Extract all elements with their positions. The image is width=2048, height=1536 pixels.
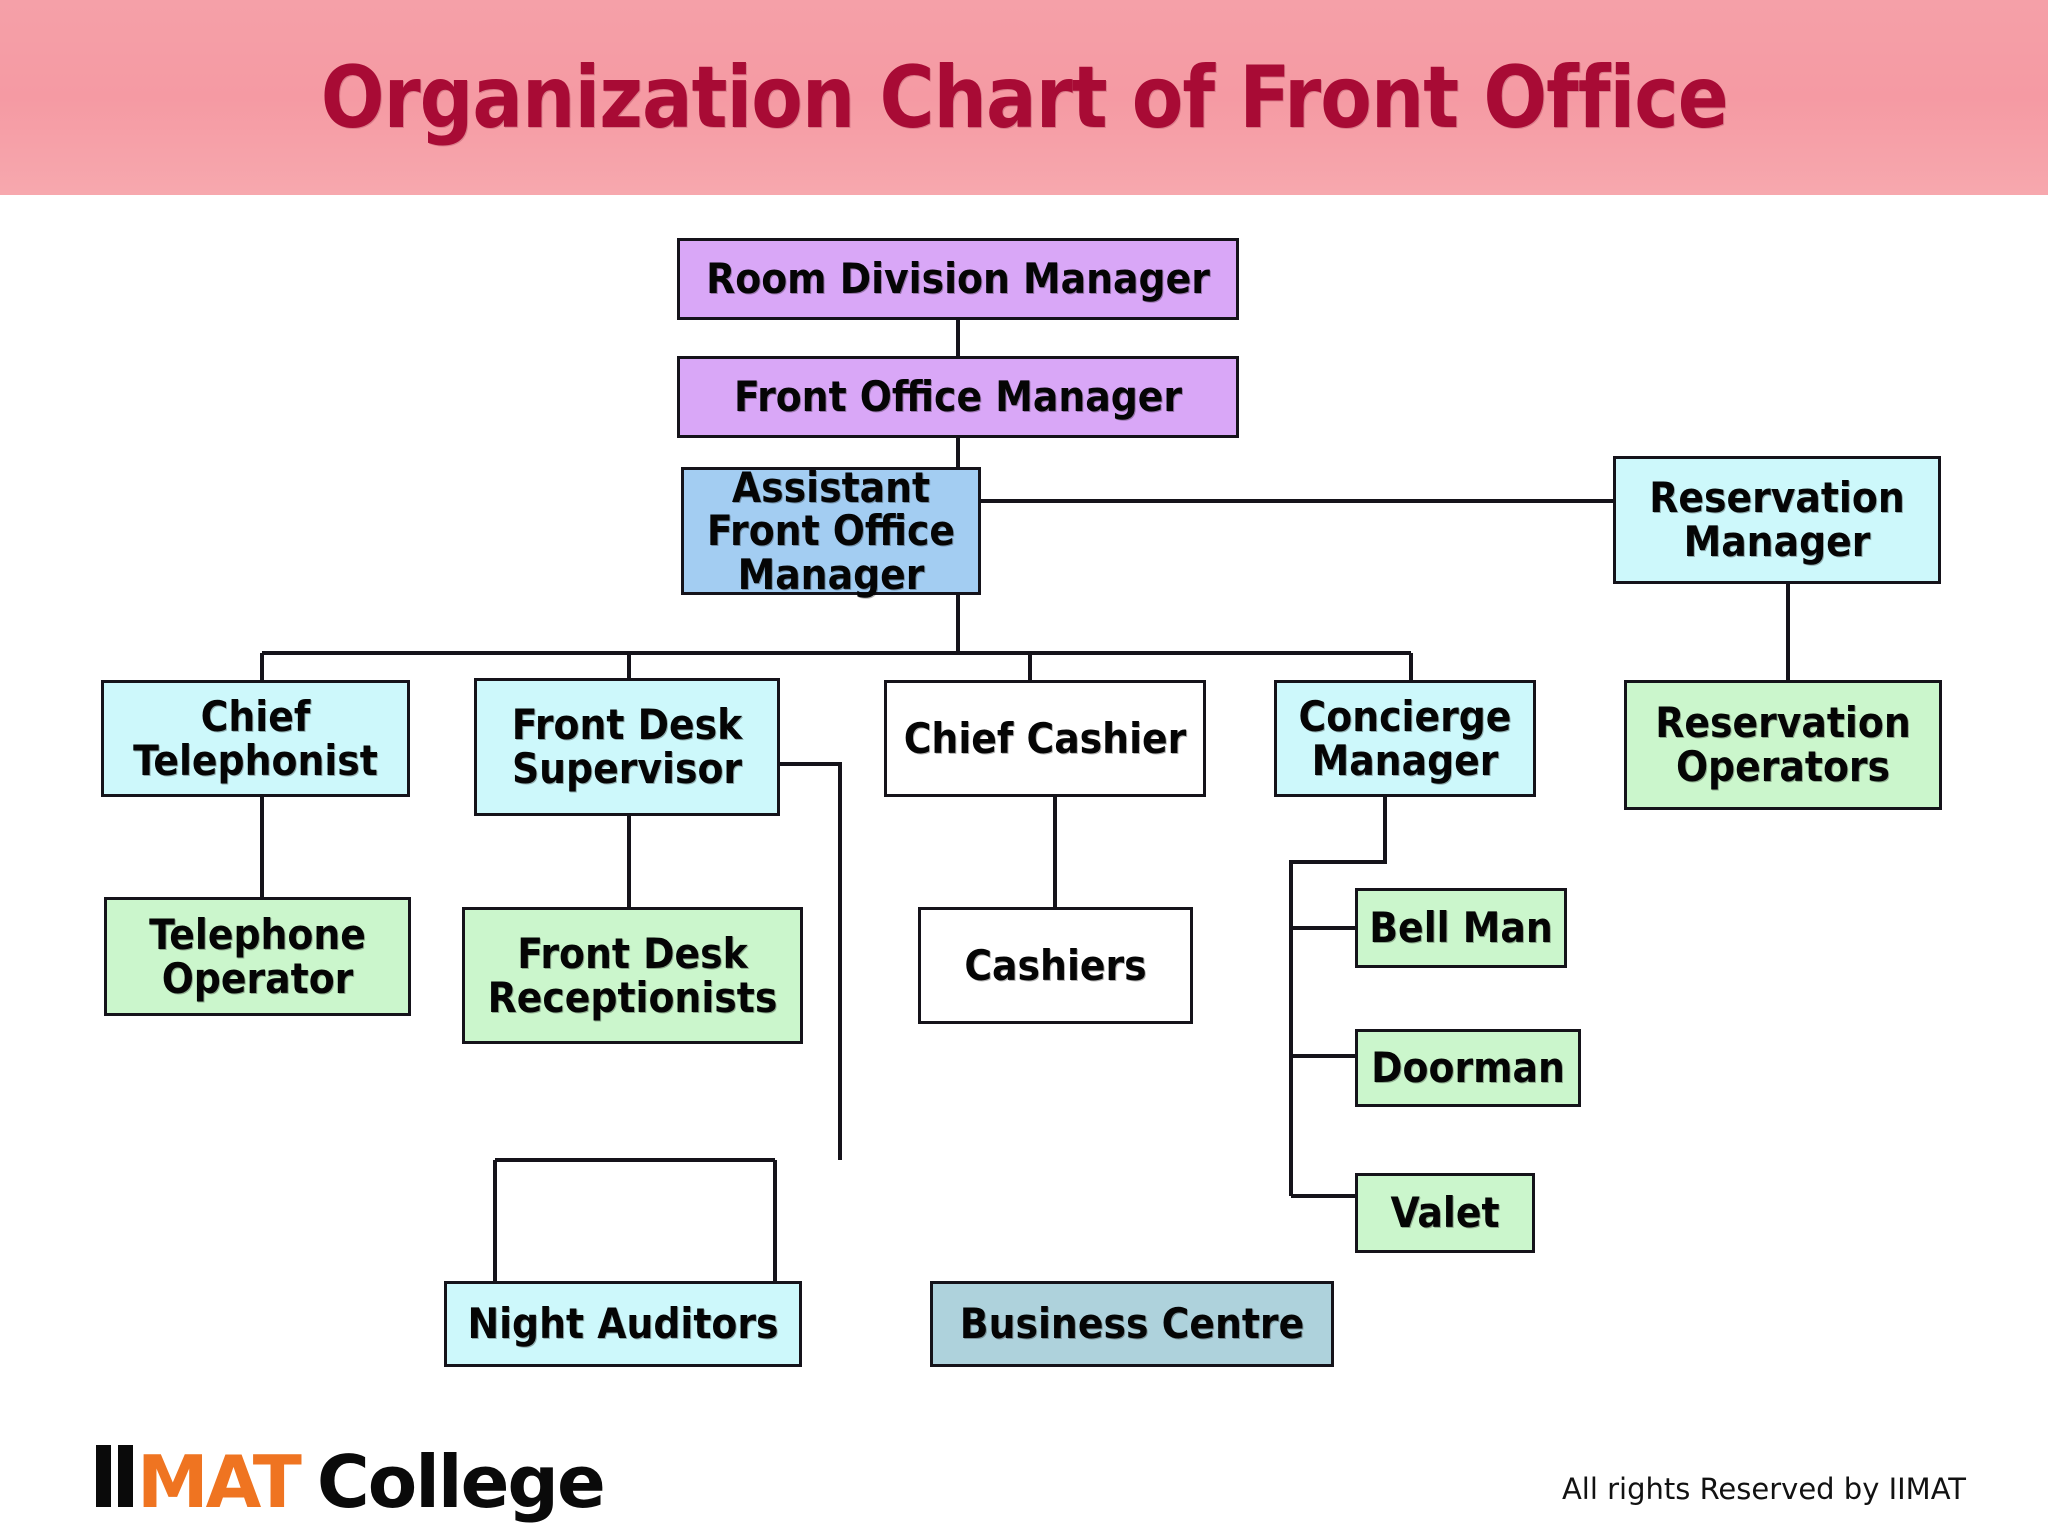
node-label: Reservation Operators	[1655, 698, 1911, 791]
title-banner: Organization Chart of Front Office	[0, 0, 2048, 195]
node-label: Night Auditors	[467, 1299, 779, 1349]
node-cashiers[interactable]: Cashiers	[918, 907, 1193, 1024]
node-label: Front Desk Receptionists	[487, 928, 778, 1022]
node-night-auditors[interactable]: Night Auditors	[444, 1281, 802, 1367]
page-title: Organization Chart of Front Office	[320, 47, 1729, 148]
node-label: Concierge Manager	[1298, 691, 1512, 785]
node-doorman[interactable]: Doorman	[1355, 1029, 1581, 1107]
node-chief-telephonist[interactable]: Chief Telephonist	[101, 680, 410, 797]
copyright-text: All rights Reserved by IIMAT	[1561, 1472, 1966, 1506]
node-chief-cashier[interactable]: Chief Cashier	[884, 680, 1206, 797]
node-label: Bell Man	[1369, 903, 1553, 953]
node-label: Business Centre	[959, 1299, 1305, 1349]
node-label: Cashiers	[964, 940, 1147, 990]
node-valet[interactable]: Valet	[1355, 1173, 1535, 1253]
node-label: Chief Telephonist	[133, 691, 378, 785]
node-label: Room Division Manager	[706, 254, 1210, 304]
node-business-centre[interactable]: Business Centre	[930, 1281, 1334, 1367]
logo-bars-icon	[96, 1445, 133, 1507]
node-reservation-operators[interactable]: Reservation Operators	[1624, 680, 1942, 810]
node-label: Doorman	[1371, 1043, 1565, 1093]
node-reservation-manager[interactable]: Reservation Manager	[1613, 456, 1941, 584]
node-label: Front Desk Supervisor	[511, 700, 743, 793]
node-label: Assistant Front Office Manager	[706, 462, 956, 599]
node-front-desk-receptionists[interactable]: Front Desk Receptionists	[462, 907, 803, 1044]
logo-college-text: College	[316, 1440, 606, 1524]
node-label: Chief Cashier	[903, 713, 1187, 763]
node-label: Telephone Operator	[149, 909, 366, 1003]
node-assistant-front-office-manager[interactable]: Assistant Front Office Manager	[681, 462, 981, 599]
node-bell-man[interactable]: Bell Man	[1355, 888, 1567, 968]
node-front-office-manager[interactable]: Front Office Manager	[677, 356, 1239, 438]
node-telephone-operator[interactable]: Telephone Operator	[104, 897, 411, 1016]
node-label: Valet	[1390, 1188, 1500, 1238]
node-room-division-manager[interactable]: Room Division Manager	[677, 238, 1239, 320]
node-label: Reservation Manager	[1649, 473, 1905, 566]
iimat-college-logo: MAT College	[96, 1440, 606, 1524]
logo-mat-text: MAT	[137, 1440, 302, 1524]
node-label: Front Office Manager	[733, 372, 1183, 422]
node-front-desk-supervisor[interactable]: Front Desk Supervisor	[474, 678, 780, 816]
node-concierge-manager[interactable]: Concierge Manager	[1274, 680, 1536, 797]
